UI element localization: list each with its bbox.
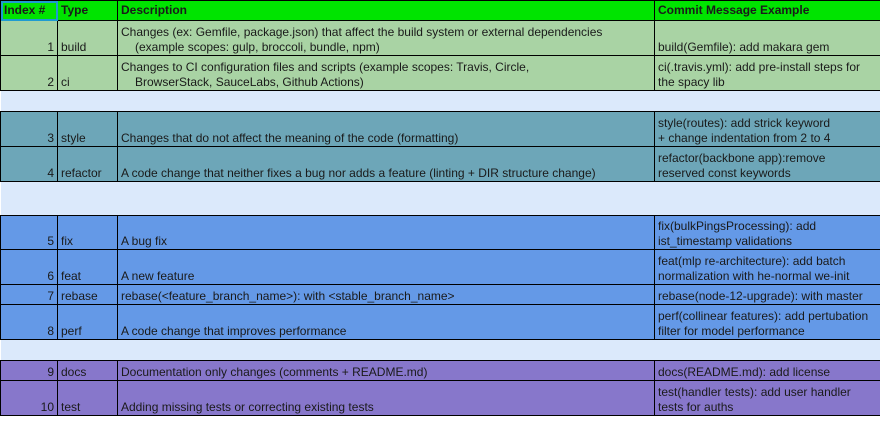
row-type[interactable]: perf [57, 304, 118, 340]
description-line-2: Changes that do not affect the meaning o… [121, 131, 459, 145]
row-index[interactable]: 8 [0, 304, 58, 340]
row-index[interactable]: 10 [0, 380, 58, 416]
commit-line-2: rebase(node-12-upgrade): with master [658, 289, 863, 303]
spacer-cell [0, 90, 880, 112]
table-row: 1 build Changes (ex: Gemfile, package.js… [0, 20, 880, 56]
row-type[interactable]: refactor [57, 146, 118, 182]
commit-line-1: ci(.travis.yml): add pre-install steps f… [658, 60, 861, 74]
table-row: 4 refactor A code change that neither fi… [0, 146, 880, 182]
row-commit-example[interactable]: perf(collinear features): add pertubatio… [654, 304, 880, 340]
spacer-cell [0, 339, 880, 361]
header-description[interactable]: Description [117, 0, 655, 21]
row-commit-example[interactable]: rebase(node-12-upgrade): with master [654, 284, 880, 305]
table-row: 7 rebase rebase(<feature_branch_name>): … [0, 284, 880, 305]
row-description[interactable]: Documentation only changes (comments + R… [117, 360, 655, 381]
row-type[interactable]: fix [57, 215, 118, 250]
header-index[interactable]: Index # [0, 0, 58, 21]
description-line-1: Changes to CI configuration files and sc… [121, 60, 530, 74]
commit-line-2: reserved const keywords [658, 166, 791, 180]
description-line-2: rebase(<feature_branch_name>): with <sta… [121, 289, 455, 303]
commit-line-1: feat(mlp re-architecture): add batch [658, 254, 846, 268]
row-type[interactable]: build [57, 20, 118, 56]
row-commit-example[interactable]: docs(README.md): add license [654, 360, 880, 381]
description-line-2: (example scopes: gulp, broccoli, bundle,… [135, 40, 380, 54]
row-type[interactable]: style [57, 111, 118, 147]
row-description[interactable]: Changes to CI configuration files and sc… [117, 55, 655, 91]
row-description[interactable]: A bug fix [117, 215, 655, 250]
spacer-row [0, 339, 880, 361]
row-type[interactable]: test [57, 380, 118, 416]
description-line-2: A code change that neither fixes a bug n… [121, 166, 596, 180]
row-index[interactable]: 5 [0, 215, 58, 250]
row-index[interactable]: 2 [0, 55, 58, 91]
table-row: 10 test Adding missing tests or correcti… [0, 380, 880, 416]
row-commit-example[interactable]: feat(mlp re-architecture): add batch nor… [654, 249, 880, 285]
row-description[interactable]: Changes (ex: Gemfile, package.json) that… [117, 20, 655, 56]
description-line-2: A bug fix [121, 234, 168, 248]
spacer-cell [0, 181, 880, 216]
row-description[interactable]: rebase(<feature_branch_name>): with <sta… [117, 284, 655, 305]
commit-line-1: fix(bulkPingsProcessing): add [658, 219, 817, 233]
table-row: 5 fix A bug fix fix(bulkPingsProcessing)… [0, 215, 880, 250]
header-type[interactable]: Type [57, 0, 118, 21]
table-row: 8 perf A code change that improves perfo… [0, 304, 880, 340]
row-index[interactable]: 7 [0, 284, 58, 305]
table-row: 6 feat A new feature feat(mlp re-archite… [0, 249, 880, 285]
commit-line-1: refactor(backbone app):remove [658, 151, 826, 165]
description-line-1: Changes (ex: Gemfile, package.json) that… [121, 25, 603, 39]
table-row: 3 style Changes that do not affect the m… [0, 111, 880, 147]
commit-line-1: perf(collinear features): add pertubatio… [658, 309, 869, 323]
row-type[interactable]: ci [57, 55, 118, 91]
row-index[interactable]: 6 [0, 249, 58, 285]
commit-line-2: build(Gemfile): add makara gem [658, 40, 830, 54]
row-description[interactable]: Changes that do not affect the meaning o… [117, 111, 655, 147]
header-commit[interactable]: Commit Message Example [654, 0, 880, 21]
description-line-2: Documentation only changes (comments + R… [121, 365, 428, 379]
commit-line-1: style(routes): add strick keyword [658, 116, 831, 130]
row-description[interactable]: Adding missing tests or correcting exist… [117, 380, 655, 416]
commit-line-1: test(handler tests): add user handler [658, 385, 851, 399]
description-line-2: A code change that improves performance [121, 324, 347, 338]
row-index[interactable]: 9 [0, 360, 58, 381]
description-line-2: A new feature [121, 269, 195, 283]
row-commit-example[interactable]: build(Gemfile): add makara gem [654, 20, 880, 56]
row-type[interactable]: rebase [57, 284, 118, 305]
description-line-2: Adding missing tests or correcting exist… [121, 400, 374, 414]
header-row: Index # Type Description Commit Message … [0, 0, 880, 21]
row-description[interactable]: A new feature [117, 249, 655, 285]
row-description[interactable]: A code change that improves performance [117, 304, 655, 340]
commit-line-2: the spacy lib [658, 75, 725, 89]
row-description[interactable]: A code change that neither fixes a bug n… [117, 146, 655, 182]
row-commit-example[interactable]: refactor(backbone app):remove reserved c… [654, 146, 880, 182]
spacer-row [0, 181, 880, 216]
row-index[interactable]: 3 [0, 111, 58, 147]
row-commit-example[interactable]: ci(.travis.yml): add pre-install steps f… [654, 55, 880, 91]
row-type[interactable]: feat [57, 249, 118, 285]
commit-line-2: normalization with he-normal we-init [658, 269, 850, 283]
row-commit-example[interactable]: style(routes): add strick keyword + chan… [654, 111, 880, 147]
row-type[interactable]: docs [57, 360, 118, 381]
row-commit-example[interactable]: test(handler tests): add user handler te… [654, 380, 880, 416]
row-index[interactable]: 1 [0, 20, 58, 56]
row-commit-example[interactable]: fix(bulkPingsProcessing): add ist_timest… [654, 215, 880, 250]
row-index[interactable]: 4 [0, 146, 58, 182]
table-row: 9 docs Documentation only changes (comme… [0, 360, 880, 381]
description-line-2: BrowserStack, SauceLabs, Github Actions) [135, 75, 364, 89]
commit-line-2: tests for auths [658, 400, 734, 414]
commit-line-2: filter for model performance [658, 324, 805, 338]
commit-line-2: docs(README.md): add license [658, 365, 831, 379]
commit-line-2: + change indentation from 2 to 4 [658, 131, 831, 145]
commit-line-2: ist_timestamp validations [658, 234, 793, 248]
table-row: 2 ci Changes to CI configuration files a… [0, 55, 880, 91]
spacer-row [0, 90, 880, 112]
commit-types-table: Index # Type Description Commit Message … [0, 0, 880, 416]
